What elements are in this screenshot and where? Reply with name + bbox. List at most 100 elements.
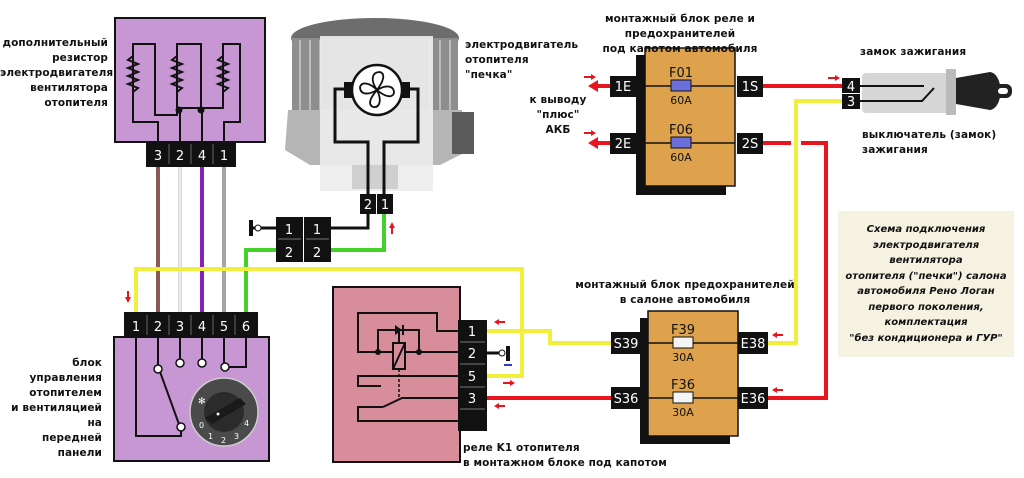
note-line: первого поколения, <box>868 301 984 313</box>
arrow-down-icon <box>125 297 131 303</box>
relay-connector: 1 2 5 3 <box>458 320 487 431</box>
label-line: в монтажном блоке под капотом <box>463 457 667 469</box>
ignition-title: замок зажигания <box>860 46 967 58</box>
ignition-lock <box>858 69 1012 115</box>
label-line: отопителем <box>29 387 102 399</box>
fuse-id: F36 <box>671 378 695 393</box>
arrow-1e <box>588 80 598 92</box>
note-line: автомобиля Рено Логан <box>857 286 995 297</box>
fuse-rating: 30A <box>672 351 694 364</box>
wire-green <box>244 248 276 314</box>
terminal-label: 2S <box>742 137 759 152</box>
fan-speed-knob[interactable]: ✻ 0 1 2 3 4 <box>189 377 259 447</box>
underhood-block-label: монтажный блок реле и предохранителей по… <box>550 12 810 57</box>
label-line: электродвигателя <box>0 67 114 79</box>
fuse-rating: 30A <box>672 406 694 419</box>
label-line: выключатель (замок) <box>862 129 997 141</box>
current-arrows <box>494 74 840 409</box>
label-line: под капотом автомобиля <box>602 43 758 55</box>
cabin-fuse-block: F39 30A F36 30A <box>640 310 739 444</box>
resistor-block <box>114 17 266 143</box>
note-line: электродвигателя вентилятора <box>872 239 980 267</box>
motor-pin: 1 <box>381 198 389 213</box>
knob-position: 1 <box>208 432 213 441</box>
terminal-label: E38 <box>741 337 766 352</box>
knob-position: 3 <box>234 432 239 441</box>
motor-connector: 2 1 <box>360 194 393 214</box>
cabin-terminals: S39 S36 E38 E36 <box>611 332 768 409</box>
wire-yellow-s39 <box>486 329 612 345</box>
terminal-label: S36 <box>614 392 639 407</box>
ignition-pin: 3 <box>847 95 855 110</box>
terminal-label: 1E <box>615 80 632 95</box>
wire-yellow-main <box>134 267 524 378</box>
control-connector: 1 2 3 4 5 6 <box>124 312 258 338</box>
fuse-f39 <box>672 336 694 349</box>
relay-k1 <box>332 286 461 463</box>
fuse-rating: 60A <box>670 94 692 107</box>
label-line: отопителя <box>44 97 108 109</box>
control-pin: 1 <box>132 320 140 335</box>
cabin-block-label: монтажный блок предохранителей в салоне … <box>570 278 800 308</box>
resistor-pin: 3 <box>154 149 162 164</box>
terminal-label: E36 <box>741 392 766 407</box>
label-line: резистор <box>52 52 108 64</box>
terminal-label: 2E <box>615 137 632 152</box>
fuse-f06 <box>670 136 692 149</box>
label-line: "плюс" <box>536 109 580 121</box>
label-line: вентилятора <box>30 82 108 94</box>
resistor-label: дополнительный резистор электродвигателя… <box>0 36 114 111</box>
relay-pin: 1 <box>468 325 476 340</box>
control-unit-label: блок управления отопителем и вентиляцией… <box>0 356 102 461</box>
relay-ground-icon <box>486 346 512 366</box>
note-line: "без кондиционера и ГУР" <box>849 332 1003 344</box>
connector-pin: 1 <box>313 223 321 238</box>
label-line: блок управления <box>29 357 102 384</box>
fuse-id: F06 <box>669 123 693 138</box>
label-line: к выводу <box>529 94 587 106</box>
label-line: в салоне автомобиля <box>619 294 751 306</box>
terminal-label: 1S <box>742 80 759 95</box>
ignition-switch-label: выключатель (замок) зажигания <box>862 128 996 158</box>
label-line: на <box>87 417 102 429</box>
relay-pin: 5 <box>468 370 476 385</box>
label-line: зажигания <box>862 144 928 156</box>
knob-position: 4 <box>244 419 249 428</box>
knob-position: 2 <box>221 436 226 445</box>
label-line: электродвигатель <box>465 39 579 51</box>
label-line: "печка" <box>465 69 513 81</box>
label-line: монтажный блок предохранителей <box>575 279 795 291</box>
arrow-up-icon <box>389 222 395 228</box>
label-line: монтажный блок реле и предохранителей <box>604 13 755 40</box>
label-line: реле K1 отопителя <box>463 442 580 454</box>
underhood-fuse-block: F01 60A F06 60A <box>636 47 736 195</box>
label-line: АКБ <box>545 124 571 136</box>
control-pin: 3 <box>176 320 184 335</box>
label-line: и вентиляцией <box>11 402 102 414</box>
control-pin: 4 <box>198 320 206 335</box>
wire-green-motor <box>326 212 386 252</box>
relay-label: реле K1 отопителя в монтажном блоке под … <box>463 441 667 471</box>
connector-pin: 2 <box>313 246 321 261</box>
description-note: Схема подключения электродвигателя венти… <box>838 211 1014 357</box>
label-line: передней панели <box>41 432 102 459</box>
note-line: Схема подключения <box>866 224 986 235</box>
knob-fan-icon: ✻ <box>198 397 206 407</box>
control-pin: 2 <box>154 320 162 335</box>
fuse-f01 <box>670 79 692 92</box>
fuse-f36 <box>672 391 694 404</box>
wire-black <box>326 212 370 230</box>
wires <box>134 80 842 400</box>
label-line: дополнительный <box>2 37 108 49</box>
wire-yellow-ign <box>768 99 842 345</box>
motor-label: электродвигатель отопителя "печка" <box>465 38 578 83</box>
label-line: отопителя <box>465 54 529 66</box>
connector-pin: 2 <box>285 246 293 261</box>
inline-connector: 1 2 1 2 <box>276 217 331 262</box>
fuse-id: F01 <box>669 66 693 81</box>
underhood-terminals: 1E 2E 1S 2S <box>610 76 763 154</box>
fuse-id: F39 <box>671 323 695 338</box>
resistor-connector: 3 2 4 1 <box>146 141 236 167</box>
relay-pin: 2 <box>468 347 476 362</box>
